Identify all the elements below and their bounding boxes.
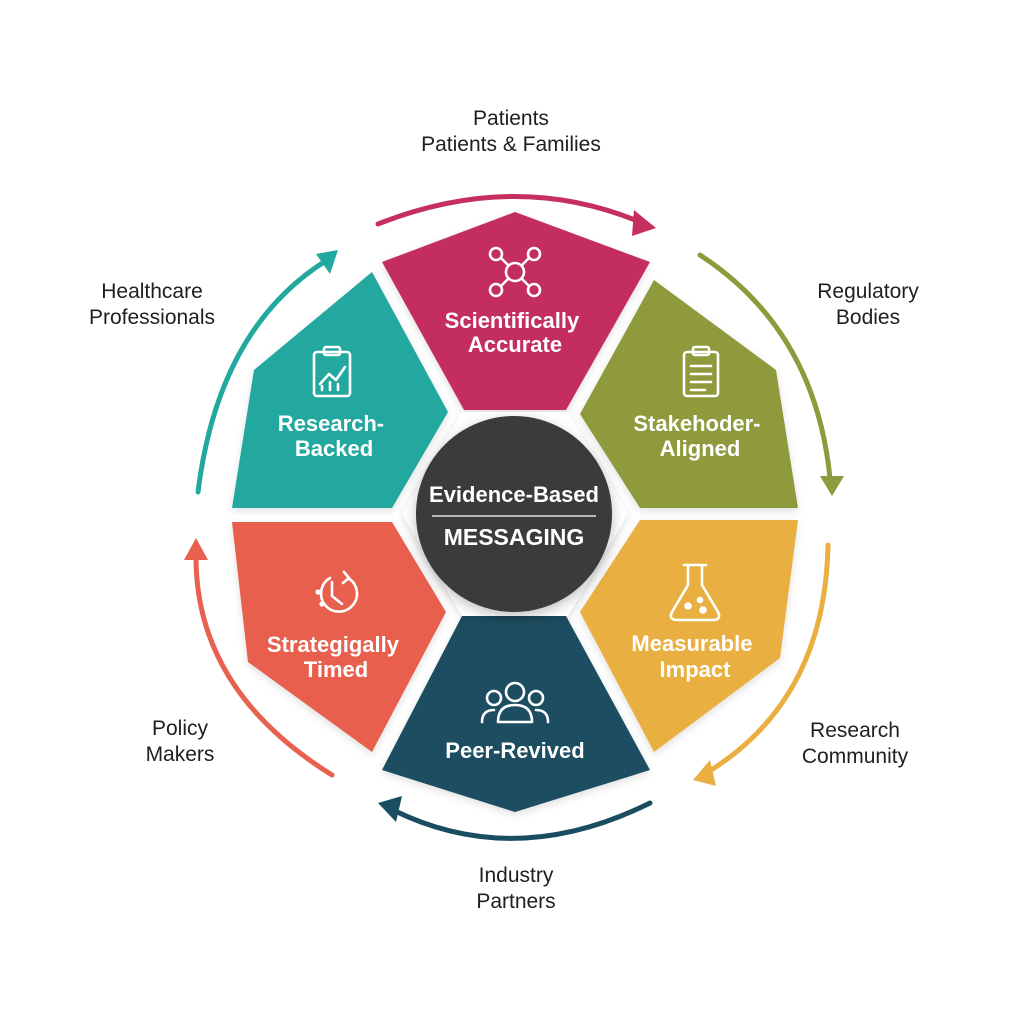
segment-label-timed: Strategigally Timed [267, 632, 405, 682]
segment-labels: Scientifically Accurate Stakehoder- Alig… [267, 308, 766, 763]
people-group-icon [480, 681, 550, 724]
segment-scientific-shape [382, 212, 650, 410]
chart-clipboard-icon [312, 345, 352, 398]
clock-icon [315, 570, 359, 613]
center-subtitle: MESSAGING [444, 524, 585, 550]
center-title: Evidence-Based [429, 482, 599, 507]
flask-icon [669, 563, 721, 622]
segment-peer-shape [382, 616, 650, 812]
segment-icons [312, 246, 721, 724]
stakeholder-healthcare-line1: Healthcare [101, 280, 203, 303]
cycle-arrows [184, 194, 844, 841]
stakeholder-policy-line2: Makers [145, 743, 215, 766]
clipboard-list-icon [682, 345, 720, 398]
stakeholder-healthcare: Healthcare Professionals [32, 279, 272, 331]
stakeholder-policy: Policy Makers [60, 716, 300, 768]
arrow-policy-to-healthcare [184, 538, 335, 778]
segment-label-measurable: Measurable Impact [631, 631, 758, 682]
segment-label-peer: Peer-Revived [445, 738, 584, 763]
stakeholder-regulatory-line2: Bodies [835, 306, 901, 329]
stakeholder-policy-line1: Policy [151, 717, 209, 740]
segment-research-shape [232, 272, 448, 508]
stakeholder-regulatory: Regulatory Bodies [748, 279, 988, 331]
stakeholder-healthcare-line2: Professionals [88, 306, 216, 329]
stakeholder-industry-line2: Partners [476, 890, 556, 913]
segment-measurable-shape [580, 520, 798, 752]
stakeholder-industry: Industry Partners [396, 863, 636, 915]
segments [232, 212, 798, 812]
segment-stakeholder-shape [580, 280, 798, 508]
segment-label-scientific: Scientifically Accurate [445, 308, 586, 357]
stakeholder-patients-line1: Patients [473, 107, 549, 130]
stakeholder-industry-line1: Industry [478, 864, 554, 887]
stakeholder-research: Research Community [735, 718, 975, 770]
arrow-regulatory-to-research [697, 252, 844, 496]
arrow-patients-to-regulatory [375, 194, 656, 236]
arrow-research-to-industry [693, 542, 831, 786]
center-hub: Evidence-Based MESSAGING [402, 412, 628, 616]
segment-label-stakeholder: Stakehoder- Aligned [633, 411, 766, 461]
stakeholder-research-line1: Research [810, 719, 900, 742]
stakeholder-regulatory-line1: Regulatory [817, 280, 919, 303]
molecule-icon [488, 246, 542, 298]
stakeholder-patients-line2: Patients & Families [421, 133, 601, 156]
arrow-healthcare-to-patients [195, 250, 338, 495]
arrow-industry-to-policy [378, 796, 653, 841]
stakeholder-research-line2: Community [801, 745, 909, 768]
segment-label-research: Research- Backed [278, 411, 391, 461]
stakeholder-patients: Patients Patients & Families [391, 106, 631, 158]
segment-timed-shape [232, 522, 446, 752]
hub-circle [416, 416, 612, 612]
